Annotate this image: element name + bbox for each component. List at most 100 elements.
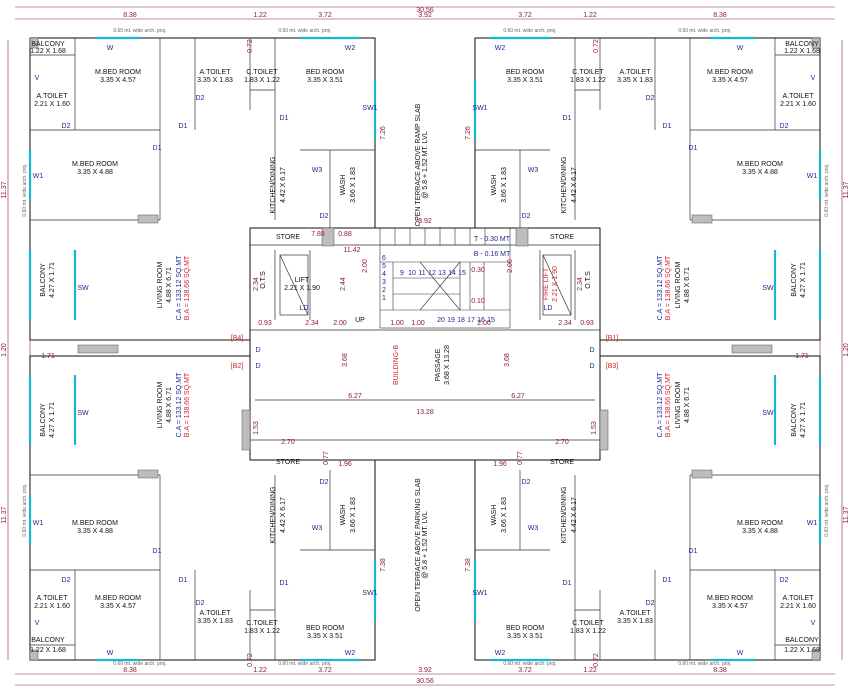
room-balcony-ul-size: 4.27 X 1.71 xyxy=(49,262,56,298)
dim-196-right: 1.96 xyxy=(493,461,507,468)
lift-shafts xyxy=(279,254,572,316)
tag-d-ur: D xyxy=(589,347,594,354)
dim-368-right: 3.68 xyxy=(504,353,511,367)
dim-top-seg-6: 1.22 xyxy=(583,12,597,19)
room-wash-ur-size: 3.66 X 1.83 xyxy=(501,167,508,203)
tag-d2-ll1: D2 xyxy=(62,577,71,584)
room-living-ur-size: 4.88 X 6.71 xyxy=(684,267,691,303)
tag-ld-right: LD xyxy=(544,305,553,312)
room-balcony-small-ur: BALCONY xyxy=(785,41,819,48)
room-living-ul: LIVING ROOM xyxy=(157,262,164,309)
room-a-toilet-ll1: A.TOILET xyxy=(37,595,69,602)
stair-step-16: 16 xyxy=(477,317,485,324)
room-balcony-small-ul: BALCONY xyxy=(31,41,65,48)
tag-w1-ll: W1 xyxy=(33,520,44,527)
room-a-toilet-ll2: A.TOILET xyxy=(200,610,232,617)
room-a-toilet-ur1: A.TOILET xyxy=(783,93,815,100)
room-living-ll: LIVING ROOM xyxy=(157,382,164,429)
arch-note-bottom-3: 0.60 mt. wide arch. proj. xyxy=(503,661,556,667)
dim-left-mid: 1.20 xyxy=(1,343,8,357)
room-c-toilet-ll-size: 1.83 X 1.22 xyxy=(244,628,280,635)
stair-step-2: 2 xyxy=(382,287,386,294)
room-kitchen-ur-size: 4.42 X 6.17 xyxy=(571,167,578,203)
tag-w2-lr: W2 xyxy=(495,650,506,657)
lift-size: 2.21 X 1.90 xyxy=(284,285,320,292)
tag-d1-ll3: D1 xyxy=(153,548,162,555)
room-living-ul-size: 4.88 X 6.71 xyxy=(166,267,173,303)
tag-w-lr: W xyxy=(737,650,744,657)
area-ca-ll: C.A = 133.12 SQ.MT xyxy=(176,372,183,438)
dim-top-seg-2: 1.22 xyxy=(253,12,267,19)
dim-077-right: 0.77 xyxy=(517,451,524,465)
tag-v-ul: V xyxy=(35,75,40,82)
room-kitchen-ll-size: 4.42 X 6.17 xyxy=(280,497,287,533)
tag-d1-ll1: D1 xyxy=(179,577,188,584)
room-balcony-small-ur-size: 1.22 X 1.68 xyxy=(784,48,820,55)
dim-200-left: 2.00 xyxy=(362,259,369,273)
tag-w2-ul: W2 xyxy=(345,45,356,52)
room-wash-lr: WASH xyxy=(491,505,498,526)
tag-d-lr: D xyxy=(589,363,594,370)
dim-368-left: 3.68 xyxy=(342,353,349,367)
room-m-bed-lr2-size: 3.35 X 4.88 xyxy=(742,528,778,535)
area-ba-ll: B.A = 138.66 SQ.MT xyxy=(184,372,191,437)
dim-788: 7.88 xyxy=(311,231,325,238)
tag-d2-lr3: D2 xyxy=(522,479,531,486)
dim-bottom-seg-7: 8.38 xyxy=(713,667,727,674)
room-balcony-ll: BALCONY xyxy=(40,403,47,437)
store-lr: STORE xyxy=(550,459,574,466)
fire-lift-label: FIRE LIFT xyxy=(543,267,550,300)
room-living-lr: LIVING ROOM xyxy=(675,382,682,429)
room-kitchen-ur: KITCHEN/DINING xyxy=(561,156,568,213)
ots-right: O.T.S xyxy=(585,271,592,289)
dim-right-mid: 1.20 xyxy=(843,343,850,357)
tag-sw1-lr: SW1 xyxy=(472,590,487,597)
fire-lift-size: 2.21 X 1.90 xyxy=(552,266,559,302)
room-kitchen-ll: KITCHEN/DINING xyxy=(270,486,277,543)
dim-153-right: 1.53 xyxy=(591,421,598,435)
room-bed-ll: BED ROOM xyxy=(306,625,344,632)
tag-d1-ur3: D1 xyxy=(689,145,698,152)
dim-088: 0.88 xyxy=(338,231,352,238)
tag-d1-ul2: D1 xyxy=(280,115,289,122)
stair-step-10: 10 xyxy=(408,270,416,277)
room-m-bed-ur1: M.BED ROOM xyxy=(707,69,753,76)
tag-sw-ul: SW xyxy=(77,285,89,292)
dim-top-seg-4: 3.92 xyxy=(418,12,432,19)
area-ca-ul: C.A = 133.12 SQ.MT xyxy=(176,255,183,321)
stair-top-level: T - 0.30 MT xyxy=(474,236,511,243)
flat-tag-b3: [B3] xyxy=(606,363,619,370)
dim-bottom-seg-2: 1.22 xyxy=(253,667,267,674)
room-kitchen-lr: KITCHEN/DINING xyxy=(561,486,568,543)
room-kitchen-ul: KITCHEN/DINING xyxy=(270,156,277,213)
room-bed-ll-size: 3.35 X 3.51 xyxy=(307,633,343,640)
tag-sw-ll: SW xyxy=(77,410,89,417)
stair-step-9: 9 xyxy=(400,270,404,277)
room-balcony-ur: BALCONY xyxy=(791,263,798,297)
room-living-ur: LIVING ROOM xyxy=(675,262,682,309)
tag-v-lr: V xyxy=(811,620,816,627)
terrace-top-label: OPEN TERRACE ABOVE RAMP SLAB xyxy=(415,103,422,226)
stair-step-6: 6 xyxy=(382,255,386,262)
stair-step-19: 19 xyxy=(447,317,455,324)
tag-w-ul: W xyxy=(107,45,114,52)
arch-note-top-2: 0.60 mt. wide arch. proj. xyxy=(278,28,331,34)
room-kitchen-ul-size: 4.42 X 6.17 xyxy=(280,167,287,203)
terrace-bottom-label: OPEN TERRACE ABOVE PARKING SLAB xyxy=(415,478,422,612)
tag-d1-ll2: D1 xyxy=(280,580,289,587)
dim-bottom-total: 30.56 xyxy=(416,678,434,685)
tag-w3-ll: W3 xyxy=(312,525,323,532)
room-wash-ul-size: 3.66 X 1.83 xyxy=(350,167,357,203)
tag-w1-ul: W1 xyxy=(33,173,44,180)
room-balcony-small-ll-size: 1.22 X 1.68 xyxy=(30,647,66,654)
tag-d1-ur2: D1 xyxy=(563,115,572,122)
dim-200-bot-left: 2.00 xyxy=(333,320,347,327)
room-living-ll-size: 4.88 X 6.71 xyxy=(166,387,173,423)
dim-right-lower: 11.37 xyxy=(843,506,850,523)
stair-step-15b: 15 xyxy=(487,317,495,324)
tag-d2-lr1: D2 xyxy=(780,577,789,584)
dim-200-right: 2.00 xyxy=(507,259,514,273)
room-kitchen-lr-size: 4.42 X 6.17 xyxy=(571,497,578,533)
dim-072-ur: 0.72 xyxy=(593,39,600,53)
